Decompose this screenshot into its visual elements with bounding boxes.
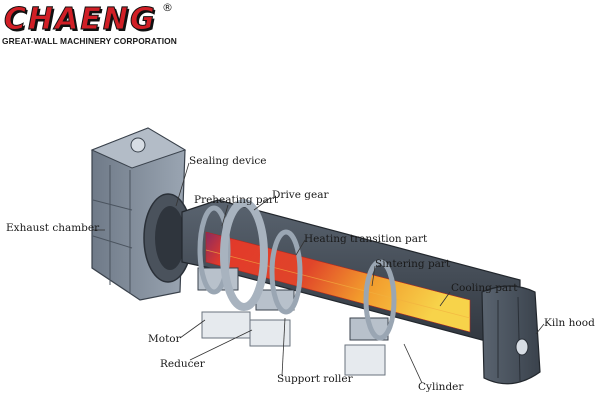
label-reducer: Reducer bbox=[160, 358, 205, 370]
label-sintering-part: Sintering part bbox=[375, 258, 451, 270]
leader-lines bbox=[92, 162, 545, 384]
label-support-roller: Support roller bbox=[277, 373, 353, 385]
label-heating-transition-part: Heating transition part bbox=[304, 233, 428, 245]
company-logo: CHAENG ® GREAT-WALL MACHINERY CORPORATIO… bbox=[0, 0, 200, 52]
motor-box bbox=[201, 311, 251, 339]
company-tagline: GREAT-WALL MACHINERY CORPORATION bbox=[2, 36, 177, 46]
label-cylinder: Cylinder bbox=[418, 381, 464, 393]
label-drive-gear: Drive gear bbox=[272, 189, 329, 201]
kiln-hood bbox=[481, 285, 541, 385]
label-exhaust-chamber: Exhaust chamber bbox=[6, 222, 100, 234]
label-preheating-part: Preheating part bbox=[194, 194, 279, 206]
label-motor: Motor bbox=[148, 333, 181, 345]
drive-gear bbox=[220, 199, 268, 311]
brand-wordmark: CHAENG bbox=[4, 2, 157, 38]
label-sealing-device: Sealing device bbox=[189, 155, 267, 167]
label-cooling-part: Cooling part bbox=[451, 282, 518, 294]
reducer-box bbox=[249, 319, 291, 347]
registered-mark: ® bbox=[162, 1, 173, 14]
label-kiln-hood: Kiln hood bbox=[544, 317, 595, 329]
